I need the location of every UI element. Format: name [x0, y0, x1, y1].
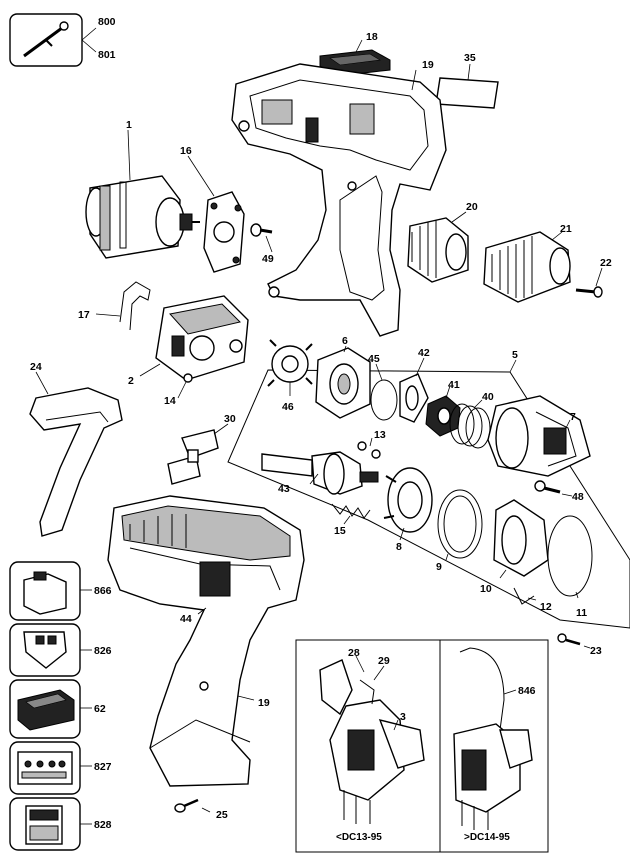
label-43: 43 — [278, 483, 290, 495]
label-29: 29 — [378, 655, 390, 667]
label-846: 846 — [518, 685, 536, 697]
label-8: 8 — [396, 541, 402, 553]
part-20-clutch-ring — [407, 211, 469, 283]
part-45-retaining-ring — [370, 363, 398, 421]
part-17-spring-clip — [95, 281, 151, 331]
label-3: 3 — [400, 711, 406, 723]
label-62: 62 — [94, 703, 106, 715]
part-1-motor — [85, 129, 200, 259]
label-24: 24 — [30, 361, 42, 373]
label-20: 20 — [466, 201, 478, 213]
part-10-clutch-ring — [493, 499, 549, 579]
label-30: 30 — [224, 413, 236, 425]
label-18: 18 — [366, 31, 378, 43]
accessory-warning-label-box — [9, 741, 92, 795]
accessory-battery-box — [9, 561, 92, 621]
accessory-charger-label-box — [9, 623, 92, 677]
label-48: 48 — [572, 491, 584, 503]
part-21-keyless-chuck — [483, 231, 571, 303]
label-800: 800 — [98, 16, 116, 28]
label-25: 25 — [216, 809, 228, 821]
part-40-clutch-spring — [449, 399, 491, 449]
caption-dc14: >DC14-95 — [464, 832, 510, 843]
part-846-switch-dc14 — [453, 647, 533, 830]
label-16: 16 — [180, 145, 192, 157]
label-46: 46 — [282, 401, 294, 413]
label-828: 828 — [94, 819, 112, 831]
part-24-belt-hook — [29, 371, 123, 537]
part-11-washer — [547, 515, 593, 599]
part-16-motor-mount-plate — [187, 155, 245, 273]
label-801: 801 — [98, 49, 116, 61]
label-40: 40 — [482, 391, 494, 403]
label-45: 45 — [368, 353, 380, 365]
part-30-lock-button — [167, 423, 229, 485]
part-12-pin — [513, 587, 537, 605]
label-35: 35 — [464, 52, 476, 64]
part-3-switch-dc13 — [319, 655, 425, 824]
part-14-screw — [177, 373, 193, 399]
label-49: 49 — [262, 253, 274, 265]
part-13-steel-balls — [357, 437, 381, 459]
part-6-ring-gear — [315, 345, 371, 419]
label-17: 17 — [78, 309, 90, 321]
part-2-gearbox — [139, 295, 249, 381]
part-49-screw — [250, 223, 273, 253]
part-35-nameplate — [435, 63, 499, 109]
label-10: 10 — [480, 583, 492, 595]
part-25-screw — [174, 798, 211, 813]
part-41-cam-gear — [425, 385, 461, 437]
switch-variants-panel — [295, 639, 549, 853]
label-866: 866 — [94, 585, 112, 597]
label-42: 42 — [418, 347, 430, 359]
label-23: 23 — [590, 645, 602, 657]
label-41: 41 — [448, 379, 460, 391]
part-23-screw — [557, 633, 591, 649]
part-7-gear-housing — [487, 395, 591, 477]
accessory-manual-box — [9, 797, 92, 851]
part-19-housing-half-left — [107, 495, 305, 787]
label-6: 6 — [342, 335, 348, 347]
label-44: 44 — [180, 613, 192, 625]
caption-dc13: <DC13-95 — [336, 832, 382, 843]
part-8-spindle-lock-plate — [383, 467, 433, 541]
label-2: 2 — [128, 375, 134, 387]
label-15: 15 — [334, 525, 346, 537]
label-19-bottom: 19 — [258, 697, 270, 709]
part-22-chuck-screw — [575, 267, 603, 298]
part-42-spring-washer — [399, 357, 429, 423]
label-826: 826 — [94, 645, 112, 657]
label-5: 5 — [512, 349, 518, 361]
part-15-spring — [331, 503, 371, 525]
label-28: 28 — [348, 647, 360, 659]
label-827: 827 — [94, 761, 112, 773]
part-43-spindle — [261, 451, 379, 495]
label-9: 9 — [436, 561, 442, 573]
part-48-screw — [534, 480, 573, 497]
label-14: 14 — [164, 395, 176, 407]
label-7: 7 — [570, 411, 576, 423]
label-12: 12 — [540, 601, 552, 613]
accessory-charger-box — [9, 679, 92, 739]
label-11: 11 — [576, 607, 587, 619]
label-13: 13 — [374, 429, 386, 441]
part-19-housing-half-right — [231, 63, 447, 337]
label-21: 21 — [560, 223, 572, 235]
bit-holder-box — [9, 13, 97, 67]
label-22: 22 — [600, 257, 612, 269]
label-19-top: 19 — [422, 59, 434, 71]
part-9-internal-gear-ring — [437, 489, 483, 561]
part-46-planet-carrier — [267, 339, 313, 396]
label-1: 1 — [126, 119, 132, 131]
